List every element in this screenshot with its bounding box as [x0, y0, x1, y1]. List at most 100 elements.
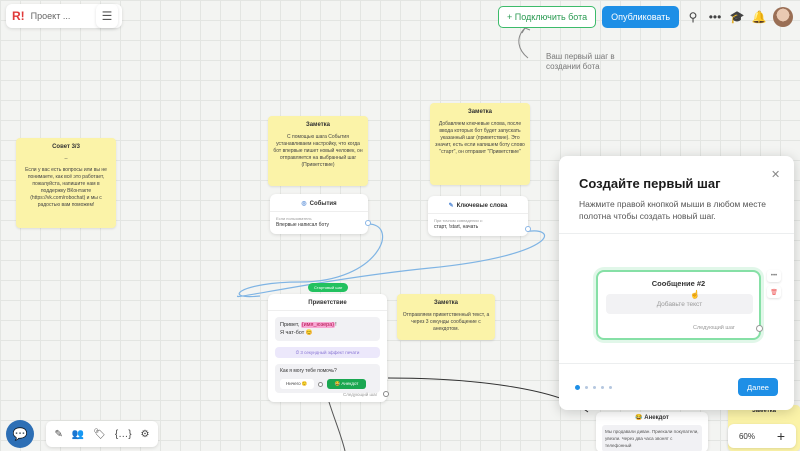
greeting-msg-line2: Я чат-бот 😊: [280, 330, 313, 336]
step-dot: [585, 386, 588, 389]
clock-icon: ⏱: [295, 350, 301, 355]
zoom-control: 60% +: [728, 424, 796, 448]
keywords-node[interactable]: ✎ Ключевые слова При точном совпадении с…: [428, 196, 531, 236]
events-node-header: ◎ События: [270, 194, 368, 212]
step-dot-active: [575, 385, 580, 390]
top-actions: + Подключить бота Опубликовать ⚲ ••• 🎓 🔔: [498, 4, 794, 30]
support-chat-button[interactable]: 💬: [6, 420, 34, 448]
typing-delay: ⏱ 3 секундный эффект печати: [275, 347, 380, 358]
modal-title: Создайте первый шаг: [579, 176, 721, 191]
gear-icon[interactable]: ⚙: [140, 428, 150, 440]
tag-icon[interactable]: 🏷: [93, 428, 106, 440]
note-greeting[interactable]: Заметка Отправляем приветственный текст,…: [397, 294, 495, 340]
first-step-modal: Создайте первый шаг ✕ Нажмите правой кно…: [559, 156, 794, 410]
note-title: Заметка: [305, 122, 331, 128]
chat-bubble-icon: 💬: [12, 427, 28, 441]
divider: [559, 233, 794, 234]
more-icon[interactable]: •••: [767, 270, 781, 282]
bottom-toolbar: ✎ 👥 🏷 {…} ⚙: [46, 421, 158, 447]
keywords-node-header: ✎ Ключевые слова: [428, 196, 528, 214]
events-node-value: Впервые написал боту: [276, 222, 330, 228]
note-text: Если у вас есть вопросы или вы не понима…: [25, 167, 107, 208]
connect-bot-button[interactable]: + Подключить бота: [498, 6, 597, 28]
search-icon[interactable]: ⚲: [688, 10, 698, 24]
publish-button[interactable]: Опубликовать: [602, 6, 680, 28]
events-node-label: Если пользователь: [276, 216, 312, 221]
first-step-hint: Ваш первый шаг в создании бота: [546, 52, 615, 71]
events-node-title: События: [309, 200, 337, 207]
choice-nothing-port[interactable]: [317, 381, 323, 387]
note-title: Заметка: [467, 109, 493, 115]
app-logo: R!: [12, 9, 25, 23]
zoom-level[interactable]: 60%: [738, 431, 755, 441]
keywords-node-title: Ключевые слова: [456, 202, 508, 209]
choice-nothing[interactable]: Ничего 🙂: [280, 379, 314, 389]
connector-keywords-greeting: [237, 230, 546, 298]
bell-icon[interactable]: 🔔: [751, 10, 767, 24]
greeting-message: Привет, {имя_юзера}! Я чат-бот 😊: [275, 317, 380, 341]
note-tips[interactable]: Совет 3/3 -- Если у вас есть вопросы или…: [16, 138, 116, 228]
hint-arrowhead: [521, 27, 531, 34]
greeting-next-step: Следующий шаг: [343, 392, 378, 397]
note-text: С помощью шага События устанавливаем нас…: [273, 134, 363, 168]
choice-anecdote[interactable]: 😂 Анекдот: [326, 379, 367, 389]
avatar[interactable]: [773, 7, 794, 27]
question-block: Как я могу тебе помочь? Ничего 🙂 😂 Анекд…: [275, 364, 380, 393]
demo-node-title: Сообщение #2: [651, 279, 706, 288]
step-dot: [609, 386, 612, 389]
events-node[interactable]: ◎ События Если пользователь Впервые напи…: [270, 194, 371, 234]
start-step-badge: Стартовый шаг: [308, 283, 349, 292]
next-button[interactable]: Далее: [738, 378, 778, 396]
users-icon[interactable]: 👥: [71, 428, 85, 440]
connector-anecdote: [387, 377, 589, 413]
zoom-in-button[interactable]: +: [776, 428, 786, 444]
hint-arrow: [518, 27, 529, 59]
pencil-icon[interactable]: ✎: [54, 428, 63, 440]
step-dot: [593, 386, 596, 389]
demo-next-step: Следующий шаг: [693, 325, 735, 331]
keywords-output-port[interactable]: [525, 226, 531, 232]
step-indicator: [575, 385, 612, 390]
demo-output-port: [756, 325, 763, 332]
greeting-node-title: Приветствие: [268, 294, 387, 311]
username-variable-tag: {имя_юзера}: [300, 322, 336, 328]
greeting-node[interactable]: Приветствие Привет, {имя_юзера}! Я чат-б…: [268, 294, 389, 402]
trash-icon[interactable]: 🗑: [767, 286, 781, 298]
note-keywords[interactable]: Заметка Добавляем ключевые слова, после …: [430, 103, 530, 185]
greeting-output-port[interactable]: [383, 391, 389, 397]
anecdote-node-title: 😂 Анекдот: [635, 415, 669, 421]
events-output-port[interactable]: [365, 220, 371, 226]
choice-buttons: Ничего 🙂 😂 Анекдот: [280, 379, 375, 389]
variables-icon[interactable]: {…}: [114, 428, 132, 440]
note-dash: --: [64, 156, 68, 162]
note-events[interactable]: Заметка С помощью шага События устанавли…: [268, 116, 368, 186]
close-icon[interactable]: ✕: [771, 169, 781, 181]
project-name: Проект ...: [30, 11, 71, 21]
anecdote-node[interactable]: 😂 Анекдот Мы продавали диван. Приехали п…: [596, 412, 708, 451]
keywords-node-value: старт, !start, начать: [434, 224, 479, 230]
note-title: Заметка: [433, 300, 459, 306]
question-text: Как я могу тебе помочь?: [280, 368, 337, 374]
pencil-icon: ✎: [448, 203, 454, 209]
keywords-node-label: При точном совпадении с:: [434, 218, 483, 223]
demo-add-text: Добавьте текст: [606, 294, 753, 314]
graduation-cap-icon[interactable]: 🎓: [729, 10, 745, 24]
greeting-msg-suffix: !: [335, 322, 337, 328]
note-text: Отправляем приветственный текст, а через…: [402, 312, 490, 332]
hand-cursor-icon: ☝: [690, 290, 700, 299]
greeting-msg-prefix: Привет,: [280, 322, 301, 328]
target-icon: ◎: [301, 201, 307, 207]
modal-description: Нажмите правой кнопкой мыши в любом мест…: [579, 199, 766, 221]
step-dot: [601, 386, 604, 389]
typing-delay-text: 3 секундный эффект печати: [300, 350, 360, 355]
demo-message-node: Сообщение #2 Добавьте текст Следующий ша…: [596, 270, 763, 340]
anecdote-node-text: Мы продавали диван. Приехали покупатели,…: [602, 425, 702, 451]
more-icon[interactable]: •••: [708, 10, 722, 24]
hamburger-icon: ☰: [101, 9, 113, 23]
note-title: Заметка: [751, 408, 777, 414]
connector-events-greeting: [238, 223, 384, 298]
menu-button[interactable]: ☰: [96, 4, 118, 28]
note-text: Добавляем ключевые слова, после ввода ко…: [435, 121, 525, 155]
note-title: Совет 3/3: [52, 144, 80, 150]
divider: [559, 363, 794, 364]
